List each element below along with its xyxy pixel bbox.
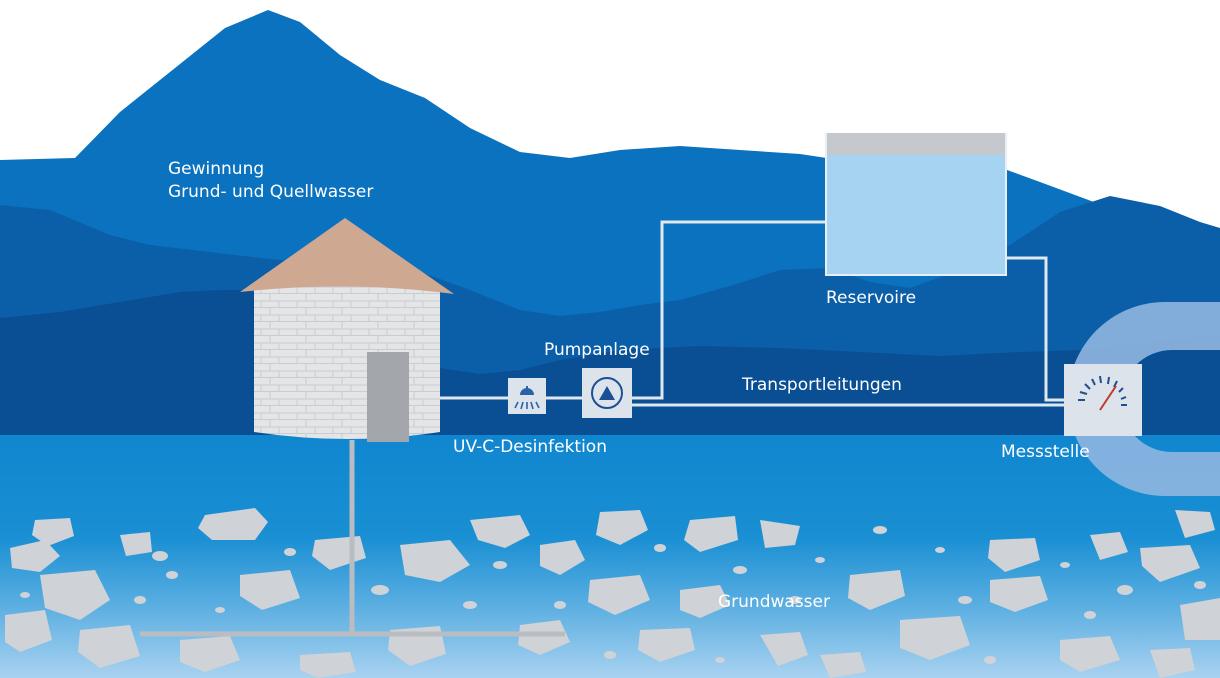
uv-label: UV-C-Desinfektion	[453, 437, 607, 457]
pump-box	[582, 368, 632, 418]
source-title: Gewinnung Grund- und Quellwasser	[168, 158, 373, 204]
meter-box	[1064, 364, 1142, 436]
source-label-line2: Grund- und Quellwasser	[168, 181, 374, 202]
transport-label: Transportleitungen	[742, 375, 902, 395]
shower-lamp-icon	[514, 386, 540, 410]
pipes	[440, 220, 1064, 407]
reservoir-label: Reservoire	[826, 288, 917, 308]
source-label-line1: Gewinnung	[168, 159, 265, 179]
reservoir-tank	[825, 133, 1007, 276]
gauge-icon	[1078, 375, 1127, 411]
uv-box	[508, 378, 546, 414]
pump-label: Pumpanlage	[544, 340, 650, 360]
measure-label: Messstelle	[1001, 442, 1090, 462]
well-house	[240, 218, 454, 442]
pipe-ring	[1068, 302, 1220, 496]
triangle-circle-icon	[591, 377, 623, 409]
groundwater-label: Grundwasser	[718, 592, 830, 612]
